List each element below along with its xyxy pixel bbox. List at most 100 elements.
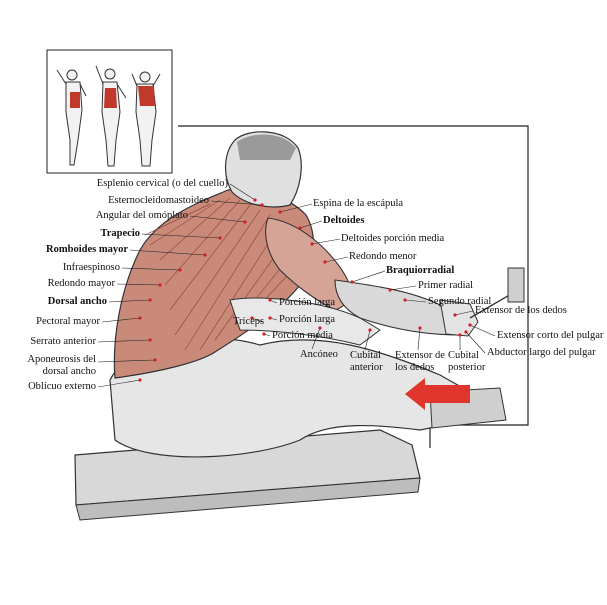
- leader-line: [101, 317, 141, 323]
- label-braquiorradial: Braquiorradial: [386, 265, 455, 276]
- label-redondo-menor: Redondo menor: [349, 251, 417, 262]
- thumbnail-figure-2: [95, 65, 127, 167]
- leader-line: [404, 299, 427, 303]
- muscle-dot: [310, 242, 314, 246]
- muscle-dot: [468, 323, 472, 327]
- hand: [439, 299, 479, 337]
- leader-line: [129, 249, 206, 256]
- direction-arrow: [405, 378, 470, 410]
- muscle-dot: [318, 326, 322, 330]
- muscle-dot: [268, 316, 272, 320]
- label-espina: Espina de la escápula: [313, 198, 404, 209]
- leader-line: [108, 299, 151, 303]
- leader-line: [116, 283, 161, 286]
- leader-line: [189, 215, 246, 223]
- label-serrato: Serrato anterior: [30, 336, 96, 347]
- label-porcion-larga-2: Porción larga: [279, 314, 336, 325]
- leader-line: [251, 317, 263, 323]
- muscle-dot: [253, 198, 257, 202]
- leader-line: [121, 267, 181, 271]
- label-infraespinoso: Infraespinoso: [62, 262, 120, 273]
- leader-line: [141, 233, 221, 239]
- leader-line: [417, 327, 421, 351]
- thumbnail-figures: [56, 65, 161, 167]
- leader-line: [311, 327, 321, 350]
- label-aponeurosis: Aponeurosis del dorsal ancho: [27, 354, 96, 377]
- leader-line: [210, 200, 263, 206]
- muscle-dot: [158, 283, 162, 287]
- label-extensor-corto: Extensor corto del pulgar: [497, 330, 604, 341]
- muscle-dot: [178, 268, 182, 272]
- muscle-dot: [298, 226, 302, 230]
- leader-lines: [97, 183, 496, 388]
- leader-line: [311, 238, 341, 245]
- muscle-dot: [268, 298, 272, 302]
- label-oblicuo: Oblicuo externo: [28, 381, 96, 392]
- muscle-dot: [153, 358, 157, 362]
- muscle-dot: [350, 280, 354, 284]
- forearm: [334, 279, 466, 336]
- muscle-dot: [388, 288, 392, 292]
- label-esternocleidomastoideo: Esternocleidomastoideo: [108, 195, 209, 206]
- leader-line: [299, 220, 323, 229]
- panel-frame: [178, 125, 529, 448]
- muscle-dot: [138, 316, 142, 320]
- label-cubital-posterior: Cubital posterior: [448, 350, 486, 373]
- muscle-dot: [243, 220, 247, 224]
- label-deltoides: Deltoides: [323, 215, 365, 226]
- pulley: [507, 267, 525, 303]
- muscle-dot: [403, 298, 407, 302]
- muscle-dot: [260, 203, 264, 207]
- label-deltoides-media: Deltoides porción media: [341, 233, 445, 244]
- label-extensor-dedos-bottom: Extensor de los dedos: [395, 350, 445, 373]
- label-extensor-dedos: Extensor de los dedos: [475, 305, 567, 316]
- muscle-dot: [262, 332, 266, 336]
- leader-line: [351, 270, 386, 283]
- muscle-dot: [453, 313, 457, 317]
- label-porcion-larga-1: Porción larga: [279, 297, 336, 308]
- muscle-dot: [418, 326, 422, 330]
- muscle-dot: [368, 328, 372, 332]
- leader-line: [364, 329, 371, 351]
- label-triceps: Tríceps: [233, 316, 265, 327]
- label-pectoral: Pectoral mayor: [36, 316, 100, 327]
- label-segundo-radial: Segundo radial: [428, 296, 492, 307]
- muscle-dot: [458, 333, 462, 337]
- leader-line: [97, 359, 156, 363]
- label-trapecio: Trapecio: [100, 228, 140, 239]
- label-dorsal: Dorsal ancho: [47, 296, 107, 307]
- muscle-dot: [218, 236, 222, 240]
- label-angular: Angular del omóplato: [95, 210, 188, 221]
- muscle-dots: [138, 198, 472, 382]
- muscle-dot: [323, 260, 327, 264]
- label-abductor: Abductor largo del pulgar: [487, 347, 596, 358]
- leader-line: [229, 183, 256, 201]
- muscle-striations: [144, 197, 301, 351]
- label-primer-radial: Primer radial: [418, 280, 474, 291]
- label-anconeo: Ancóneo: [300, 349, 338, 360]
- muscle-dot: [250, 316, 254, 320]
- muscle-dot: [138, 378, 142, 382]
- muscle-dot: [148, 338, 152, 342]
- muscle-dot: [148, 298, 152, 302]
- muscle-dot: [278, 210, 282, 214]
- leader-line: [469, 324, 496, 337]
- leader-line: [279, 203, 313, 213]
- label-porcion-media: Porción media: [272, 330, 333, 341]
- label-esplenio: Esplenio cervical (o del cuello): [96, 178, 228, 189]
- label-romboides: Romboides mayor: [46, 244, 128, 255]
- muscle-dot: [203, 253, 207, 257]
- leader-line: [324, 256, 349, 263]
- leader-line: [465, 331, 486, 354]
- label-redondo-mayor: Redondo mayor: [47, 278, 115, 289]
- leader-line: [454, 310, 474, 316]
- label-cubital-anterior: Cubital anterior: [350, 350, 383, 373]
- thumbnail-figure-3: [131, 71, 161, 167]
- leader-line: [97, 379, 141, 388]
- leader-line: [97, 339, 151, 343]
- leader-line: [389, 285, 417, 291]
- thumbnail-figure-1: [56, 69, 87, 166]
- muscle-dot: [464, 330, 468, 334]
